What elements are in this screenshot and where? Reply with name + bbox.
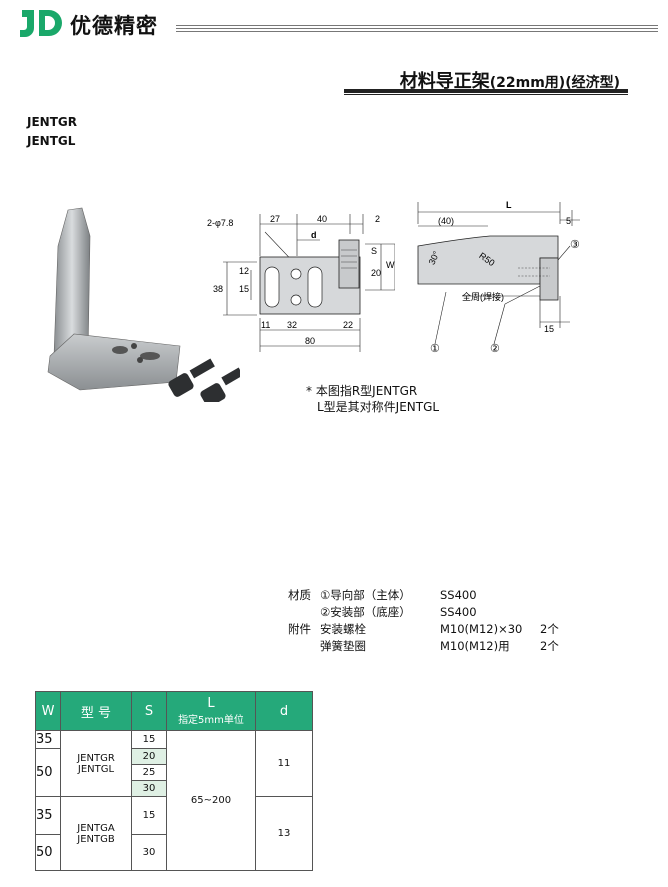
dim-40-paren: (40) — [438, 216, 454, 226]
material-part: ②安装部（底座） — [320, 605, 411, 619]
material-cat — [288, 605, 318, 620]
dim-12: 12 — [239, 266, 249, 276]
dim-5: 5 — [566, 216, 571, 226]
w-cell: 50 — [35, 748, 61, 797]
dim-27: 27 — [270, 214, 280, 224]
material-spec: SS400 — [440, 588, 477, 602]
material-qty — [540, 605, 559, 620]
product-title: 材料导正架(22mm用)(经济型) — [400, 67, 620, 93]
model-b-1: JENTGA — [77, 822, 115, 834]
page-header: 优德精密 — [18, 8, 658, 40]
header-d: d — [255, 691, 313, 731]
title-main: 材料导正架 — [399, 71, 490, 92]
jd-logo-icon — [20, 10, 62, 37]
dim-80: 80 — [305, 336, 315, 346]
side-view-drawing: L (40) 5 30° R50 全周(焊接) 15 ① ② ③ — [417, 200, 580, 355]
note-line-2: L型是其对称件JENTGL — [317, 400, 440, 414]
dim-22: 22 — [343, 320, 353, 330]
header-l: L 指定5mm单位 — [166, 691, 256, 731]
dim-40: 40 — [317, 214, 327, 224]
dim-11: 11 — [261, 320, 270, 330]
material-spec: SS400 — [440, 605, 477, 619]
material-qty: 2个 — [540, 639, 559, 653]
s-cell: 15 — [131, 730, 167, 749]
hole-label: 2-φ7.8 — [207, 218, 233, 228]
header-l-label: L — [207, 696, 215, 711]
brand-name: 优德精密 — [70, 14, 158, 38]
material-cat: 材质 — [288, 588, 311, 602]
s-cell: 15 — [131, 796, 167, 835]
s-cell: 30 — [131, 780, 167, 797]
header-model: 型 号 — [60, 691, 132, 731]
dim-38: 38 — [213, 284, 223, 294]
weld-label: 全周(焊接) — [462, 291, 504, 302]
dim-2: 2 — [375, 214, 380, 224]
material-spec: M10(M12)用 — [440, 639, 510, 653]
w-cell: 50 — [35, 834, 61, 871]
header-rule — [176, 25, 658, 32]
dim-l: L — [506, 200, 512, 210]
material-part: ①导向部（主体） — [320, 588, 411, 602]
w-cell: 35 — [35, 796, 61, 835]
dim-32: 32 — [287, 320, 297, 330]
material-part: 安装螺栓 — [320, 622, 366, 636]
model-code-l: JENTGL — [27, 134, 76, 148]
model-code-r: JENTGR — [27, 115, 77, 129]
dim-w: W — [386, 260, 395, 270]
callout-1: ① — [430, 343, 440, 355]
material-cat: 附件 — [288, 622, 311, 636]
material-cat — [288, 639, 318, 654]
s-cell: 25 — [131, 764, 167, 781]
header-w: W — [35, 691, 61, 731]
dim-15: 15 — [239, 284, 249, 294]
table-row: 50 20 — [35, 748, 313, 797]
front-view-drawing: 2-φ7.8 27 40 2 d 38 15 12 S 20 W 11 32 2… — [207, 214, 395, 352]
material-row: 材质 ①导向部（主体） SS400 — [288, 588, 559, 603]
material-qty — [540, 588, 559, 603]
material-row: ②安装部（底座） SS400 — [288, 605, 559, 620]
d-cell: 11 — [255, 730, 313, 797]
materials-table: 材质 ①导向部（主体） SS400 ②安装部（底座） SS400 附件 安装螺栓… — [286, 586, 561, 656]
header-l-sub: 指定5mm单位 — [178, 715, 244, 726]
callout-3: ③ — [570, 239, 580, 251]
model-a-1: JENTGR — [77, 752, 115, 764]
material-row: 附件 安装螺栓 M10(M12)×30 2个 — [288, 622, 559, 637]
product-photo — [47, 207, 240, 402]
header-s: S — [131, 691, 167, 731]
callout-2: ② — [490, 343, 500, 355]
material-row: 弹簧垫圈 M10(M12)用 2个 — [288, 639, 559, 654]
material-spec: M10(M12)×30 — [440, 622, 523, 636]
material-qty: 2个 — [540, 622, 559, 636]
title-underline — [344, 89, 628, 93]
d-cell: 13 — [255, 796, 313, 871]
dim-20: 20 — [371, 268, 381, 278]
l-range-cell: 65~200 — [166, 730, 256, 871]
table-row: 50 30 — [35, 834, 313, 871]
material-part: 弹簧垫圈 — [320, 639, 366, 653]
dim-s: S — [371, 246, 377, 256]
model-b-2: JENTGB — [77, 833, 115, 845]
table-header-row: W 型 号 S L 指定5mm单位 d — [35, 691, 313, 731]
s-cell: 20 — [131, 748, 167, 765]
s-cell: 30 — [131, 834, 167, 871]
model-a-2: JENTGL — [77, 763, 115, 775]
dim-15-right: 15 — [544, 324, 554, 334]
dim-d: d — [311, 230, 317, 240]
note-line-1: * 本图指R型JENTGR — [306, 384, 418, 398]
drawing-note: * 本图指R型JENTGR L型是其对称件JENTGL — [306, 383, 439, 415]
w-cell: 35 — [35, 730, 61, 749]
title-underline-thin — [344, 94, 628, 95]
title-sub: (22mm用)(经济型) — [489, 75, 620, 91]
